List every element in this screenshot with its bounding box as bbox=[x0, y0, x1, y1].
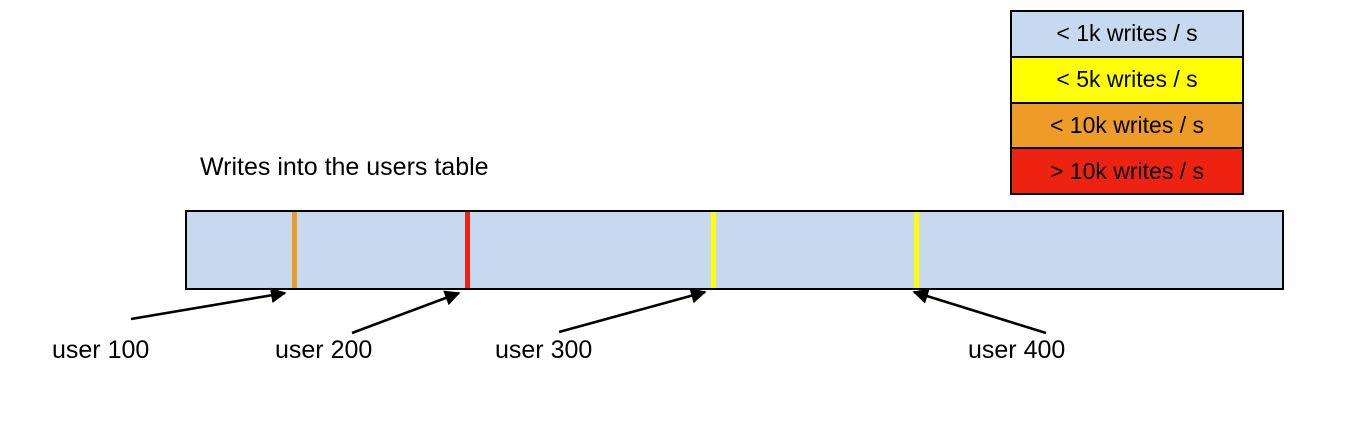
arrow-user-100 bbox=[130, 287, 287, 321]
arrow-user-200 bbox=[351, 290, 461, 335]
legend-label: < 10k writes / s bbox=[1049, 111, 1205, 138]
marker-user-400 bbox=[914, 212, 920, 288]
legend-label: < 1k writes / s bbox=[1056, 20, 1198, 47]
callout-label-user-100: user 100 bbox=[52, 336, 150, 364]
legend-row-gt-10k: > 10k writes / s bbox=[1012, 149, 1242, 193]
legend: < 1k writes / s < 5k writes / s < 10k wr… bbox=[1010, 10, 1244, 195]
callout-label-user-200: user 200 bbox=[275, 336, 373, 364]
legend-row-lt-5k: < 5k writes / s bbox=[1012, 57, 1242, 104]
marker-user-100 bbox=[291, 212, 297, 288]
arrow-user-400 bbox=[912, 288, 1047, 335]
marker-user-200 bbox=[465, 212, 471, 288]
legend-label: < 5k writes / s bbox=[1056, 66, 1198, 93]
chart-title: Writes into the users table bbox=[200, 153, 489, 181]
callout-label-user-400: user 400 bbox=[968, 336, 1066, 364]
legend-label: > 10k writes / s bbox=[1049, 157, 1205, 184]
users-table-range-bar bbox=[185, 210, 1284, 290]
arrow-user-300 bbox=[558, 288, 707, 334]
legend-row-lt-10k: < 10k writes / s bbox=[1012, 103, 1242, 150]
marker-user-300 bbox=[711, 212, 717, 288]
callout-label-user-300: user 300 bbox=[495, 336, 593, 364]
legend-row-lt-1k: < 1k writes / s bbox=[1012, 12, 1242, 58]
